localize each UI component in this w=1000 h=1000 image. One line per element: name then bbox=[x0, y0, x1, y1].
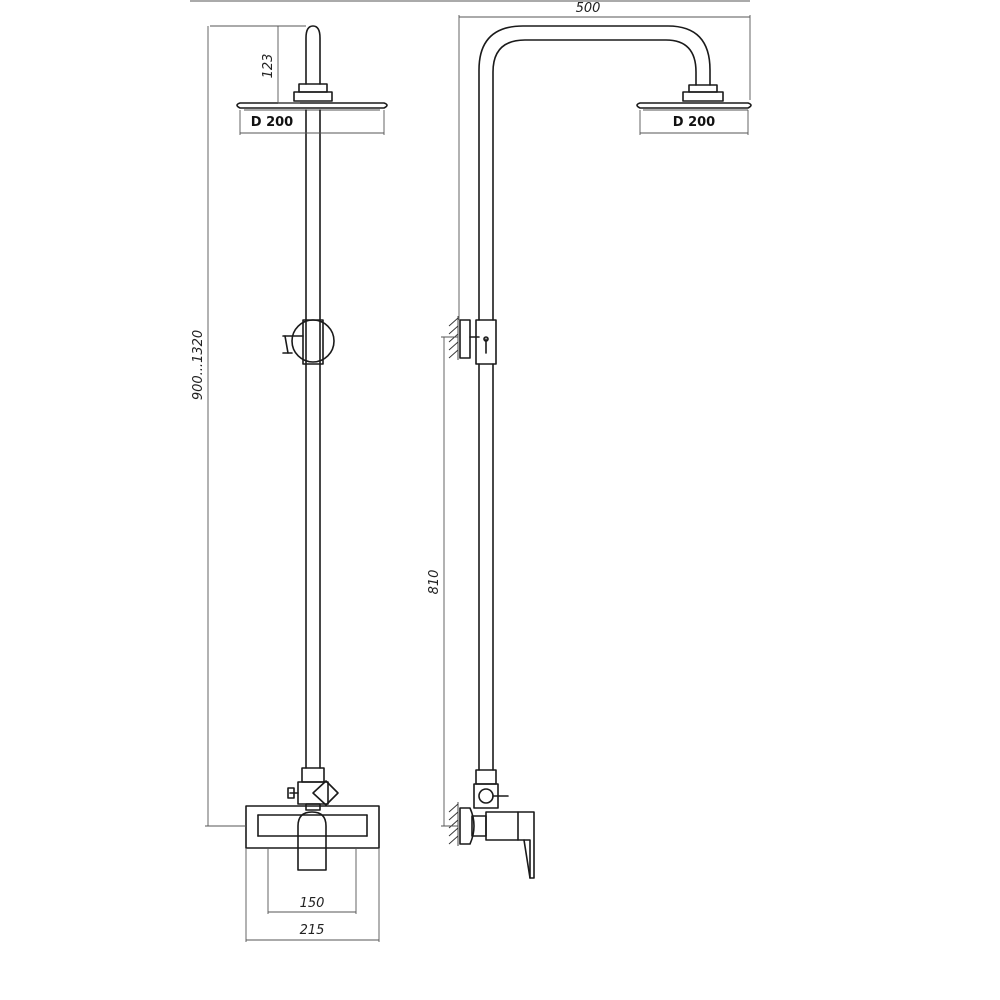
side-view: 500 D 200 810 bbox=[427, 1, 752, 879]
side-lower-nut bbox=[475, 769, 497, 785]
side-upper-wall-plate bbox=[459, 319, 471, 359]
side-mixer-body bbox=[485, 811, 519, 841]
front-mixer-body bbox=[245, 805, 380, 849]
side-arm-inner bbox=[492, 39, 697, 321]
front-shower-neck bbox=[305, 25, 321, 85]
front-slider-collar bbox=[302, 319, 324, 365]
front-mixer-stem bbox=[305, 803, 321, 811]
front-view: 123 D 200 900...1320 150 215 bbox=[191, 25, 388, 942]
front-mixer-spout bbox=[297, 811, 327, 871]
dim-front-showerhead-diameter: D 200 bbox=[251, 115, 293, 130]
front-shower-head bbox=[236, 102, 388, 109]
side-mixer-lever-edge bbox=[523, 839, 531, 879]
dim-showerhead-height: 123 bbox=[261, 54, 276, 79]
dim-mount-height: 810 bbox=[427, 570, 442, 595]
side-upper-wall-hatch bbox=[448, 316, 459, 360]
dim-side-showerhead-diameter: D 200 bbox=[673, 115, 715, 130]
side-upper-knob-center bbox=[483, 336, 489, 342]
side-lower-escutcheon bbox=[459, 807, 475, 845]
front-slider-disk bbox=[291, 319, 335, 363]
side-neck-nut bbox=[688, 84, 718, 93]
side-lower-wall-hatch bbox=[448, 802, 459, 846]
dim-arm-reach: 500 bbox=[576, 1, 601, 16]
dim-height-range: 900...1320 bbox=[191, 330, 206, 400]
side-arm-outer bbox=[478, 25, 711, 321]
front-slider-knob bbox=[284, 335, 289, 354]
side-upper-collar bbox=[475, 319, 497, 365]
front-neck-nut bbox=[298, 83, 328, 93]
side-mixer-lever bbox=[517, 811, 535, 879]
dim-mixer-spout-width: 150 bbox=[300, 896, 325, 911]
front-diverter-knob bbox=[312, 780, 339, 806]
side-diverter-knob bbox=[478, 788, 494, 804]
front-diverter-pin-cap bbox=[287, 787, 295, 799]
dim-mixer-width: 215 bbox=[300, 923, 325, 938]
side-neck-connector bbox=[682, 91, 724, 102]
front-neck-connector bbox=[293, 91, 333, 102]
front-lower-nut bbox=[301, 767, 325, 783]
side-shower-head bbox=[636, 102, 752, 109]
